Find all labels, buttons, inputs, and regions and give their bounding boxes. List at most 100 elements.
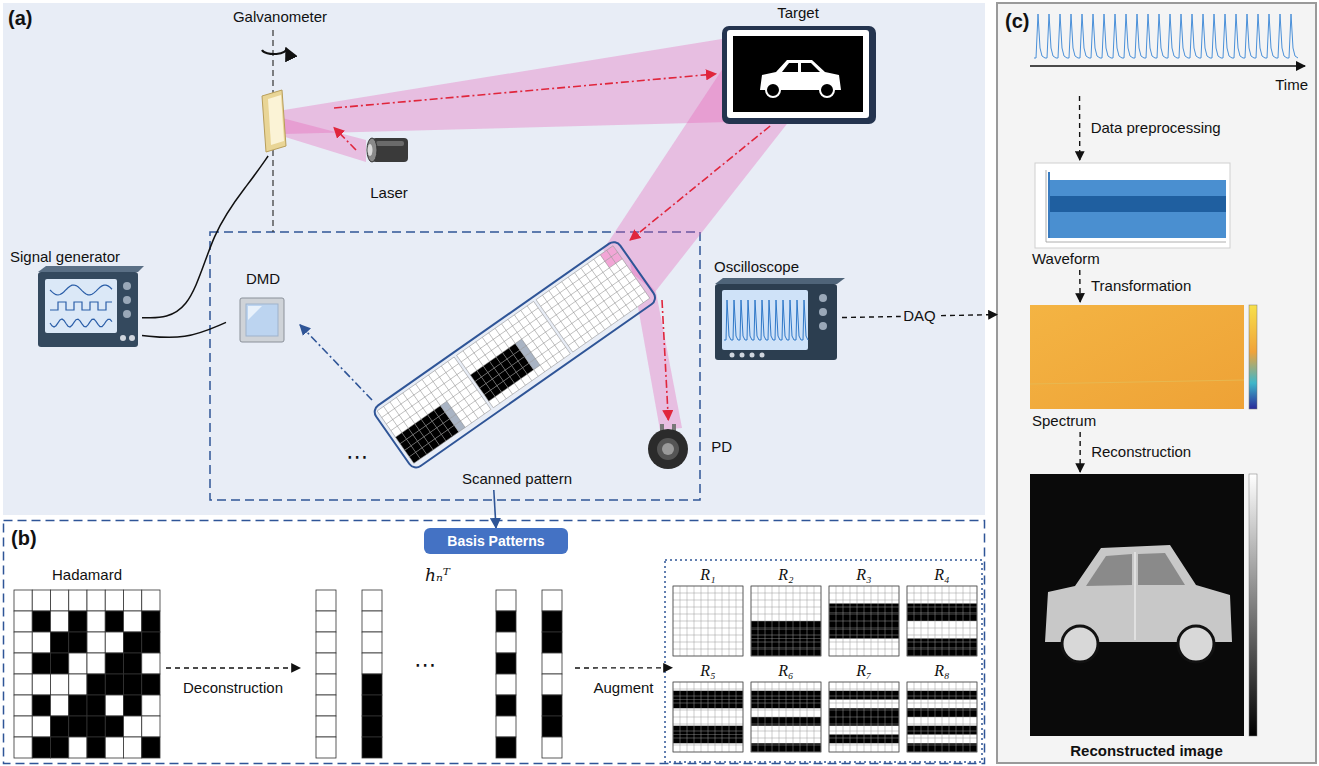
node-label: Signal generator [10, 248, 120, 266]
node-label: Scanned pattern [462, 470, 572, 488]
oscilloscope-symbol-part [760, 353, 765, 358]
hadamard-matrix-part [14, 695, 32, 716]
signal-generator-symbol-part [123, 310, 131, 318]
galvanometer-mirror [262, 30, 286, 232]
reconstructed-car-image [1030, 474, 1257, 736]
scanned-pattern-strip-part [382, 364, 459, 418]
hadamard-matrix-part [87, 737, 105, 758]
hadamard-matrix-part [87, 716, 105, 737]
hadamard-matrix-part [32, 632, 50, 653]
hadamard-matrix-part [32, 695, 50, 716]
basis-pattern: R₈ [906, 660, 978, 758]
basis-pattern-grids-part [673, 717, 743, 718]
node-label: R₄ [934, 566, 949, 584]
basis-pattern-grids-part [963, 586, 964, 656]
hadamard-matrix-part [105, 611, 123, 632]
hadamard-matrix-part [32, 716, 50, 737]
device-block: Laser [356, 132, 422, 204]
basis-pattern-grids [673, 586, 977, 752]
node-label: R₇ [856, 662, 871, 680]
ellipsis-mark: ⋯ [346, 446, 368, 468]
basis-pattern-grids-part [751, 628, 821, 629]
signal-generator-symbol-part [129, 335, 135, 341]
oscilloscope-symbol-part [819, 294, 827, 302]
oscilloscope-symbol-part [740, 353, 745, 358]
signal-generator-symbol [38, 266, 144, 347]
target-monitor-part [766, 83, 780, 97]
hadamard-matrix-part [51, 737, 69, 758]
oscilloscope-symbol-part [819, 308, 827, 316]
basis-pattern-grids-part [907, 682, 977, 752]
scanned-pattern-strip-part [489, 347, 566, 401]
hadamard-matrix-part [105, 716, 123, 737]
oscilloscope-symbol-part [722, 290, 808, 350]
hadamard-columns-part [316, 695, 336, 716]
hadamard-columns-part [496, 653, 516, 674]
scanned-pattern-strip-part [545, 259, 622, 313]
reconstructed-car-image-part [1086, 554, 1132, 586]
scanned-pattern-strip-part [466, 314, 543, 368]
hadamard-matrix-part [51, 632, 69, 653]
node-label: Waveform [1032, 250, 1100, 268]
flow-arrow [1079, 96, 1081, 160]
hadamard-matrix-part [124, 716, 142, 737]
basis-pattern-grids-part [722, 586, 723, 656]
basis-pattern-grids-part [751, 586, 821, 656]
basis-pattern-grids-part [829, 745, 899, 746]
signal-generator-symbol-part [38, 272, 138, 347]
hadamard-columns-part [362, 716, 382, 737]
node-label: (c) [1005, 9, 1029, 33]
scanned-pattern-strip-part [372, 239, 659, 471]
basis-pattern-grids-part [829, 724, 899, 725]
basis-pattern-grids-part [673, 682, 743, 752]
hadamard-columns-part [316, 737, 336, 758]
basis-pattern-grids-part [751, 745, 821, 746]
hadamard-columns-part [362, 632, 382, 653]
basis-pattern-grids-part [829, 717, 899, 718]
oscilloscope-symbol [715, 278, 845, 360]
flow-arrow [494, 490, 496, 528]
panel-backgrounds-part [665, 560, 982, 762]
basis-pattern: R₄ [906, 564, 978, 656]
edge-label: Transformation [1088, 277, 1194, 295]
basis-pattern-grids-part [673, 586, 743, 656]
basis-pattern-grids-part [751, 635, 821, 636]
edge-label: Augment [590, 679, 656, 697]
hadamard-columns-part [362, 737, 382, 758]
scanned-pattern-strip-part [395, 383, 472, 437]
scanned-pattern-strip-part [568, 292, 645, 346]
hadamard-matrix-part [32, 737, 50, 758]
hadamard-matrix-part [105, 590, 123, 611]
hadamard-columns-part [496, 590, 516, 611]
hadamard-matrix-part [142, 674, 160, 695]
reconstructed-car-image-part [1178, 626, 1214, 662]
hadamard-matrix-part [105, 653, 123, 674]
basis-pattern-grids-part [800, 682, 801, 752]
node-label: R₆ [778, 662, 793, 680]
galvanometer-mirror-part [262, 48, 286, 54]
basis-pattern-grids-part [715, 682, 716, 752]
hadamard-columns-part [542, 695, 562, 716]
basis-pattern-grids-part [807, 682, 808, 752]
hadamard-matrix-part [69, 716, 87, 737]
hadamard-columns-part [542, 653, 562, 674]
device-block: Hadamard [8, 564, 166, 762]
hadamard-matrix-part [14, 674, 32, 695]
node-label: R₅ [700, 662, 715, 680]
basis-pattern-grids-part [751, 682, 821, 752]
edge-label: Data preprocessing [1088, 119, 1224, 137]
basis-pattern-grids-part [814, 586, 815, 656]
basis-pattern-grids-part [829, 682, 899, 752]
hadamard-matrix-part [142, 590, 160, 611]
node-label: R₂ [778, 566, 793, 584]
hadamard-columns-part [316, 653, 336, 674]
panel-backgrounds-part [210, 232, 700, 500]
hadamard-columns-part [496, 674, 516, 695]
spectrum-plot [1030, 305, 1257, 409]
basis-pattern-grids-part [751, 724, 821, 725]
basis-pattern-grids-part [729, 682, 730, 752]
hadamard-matrix-part [14, 716, 32, 737]
basis-pattern-grids-part [829, 738, 899, 739]
scanned-pattern-strip-part [405, 396, 482, 450]
hadamard-columns-part [362, 695, 382, 716]
